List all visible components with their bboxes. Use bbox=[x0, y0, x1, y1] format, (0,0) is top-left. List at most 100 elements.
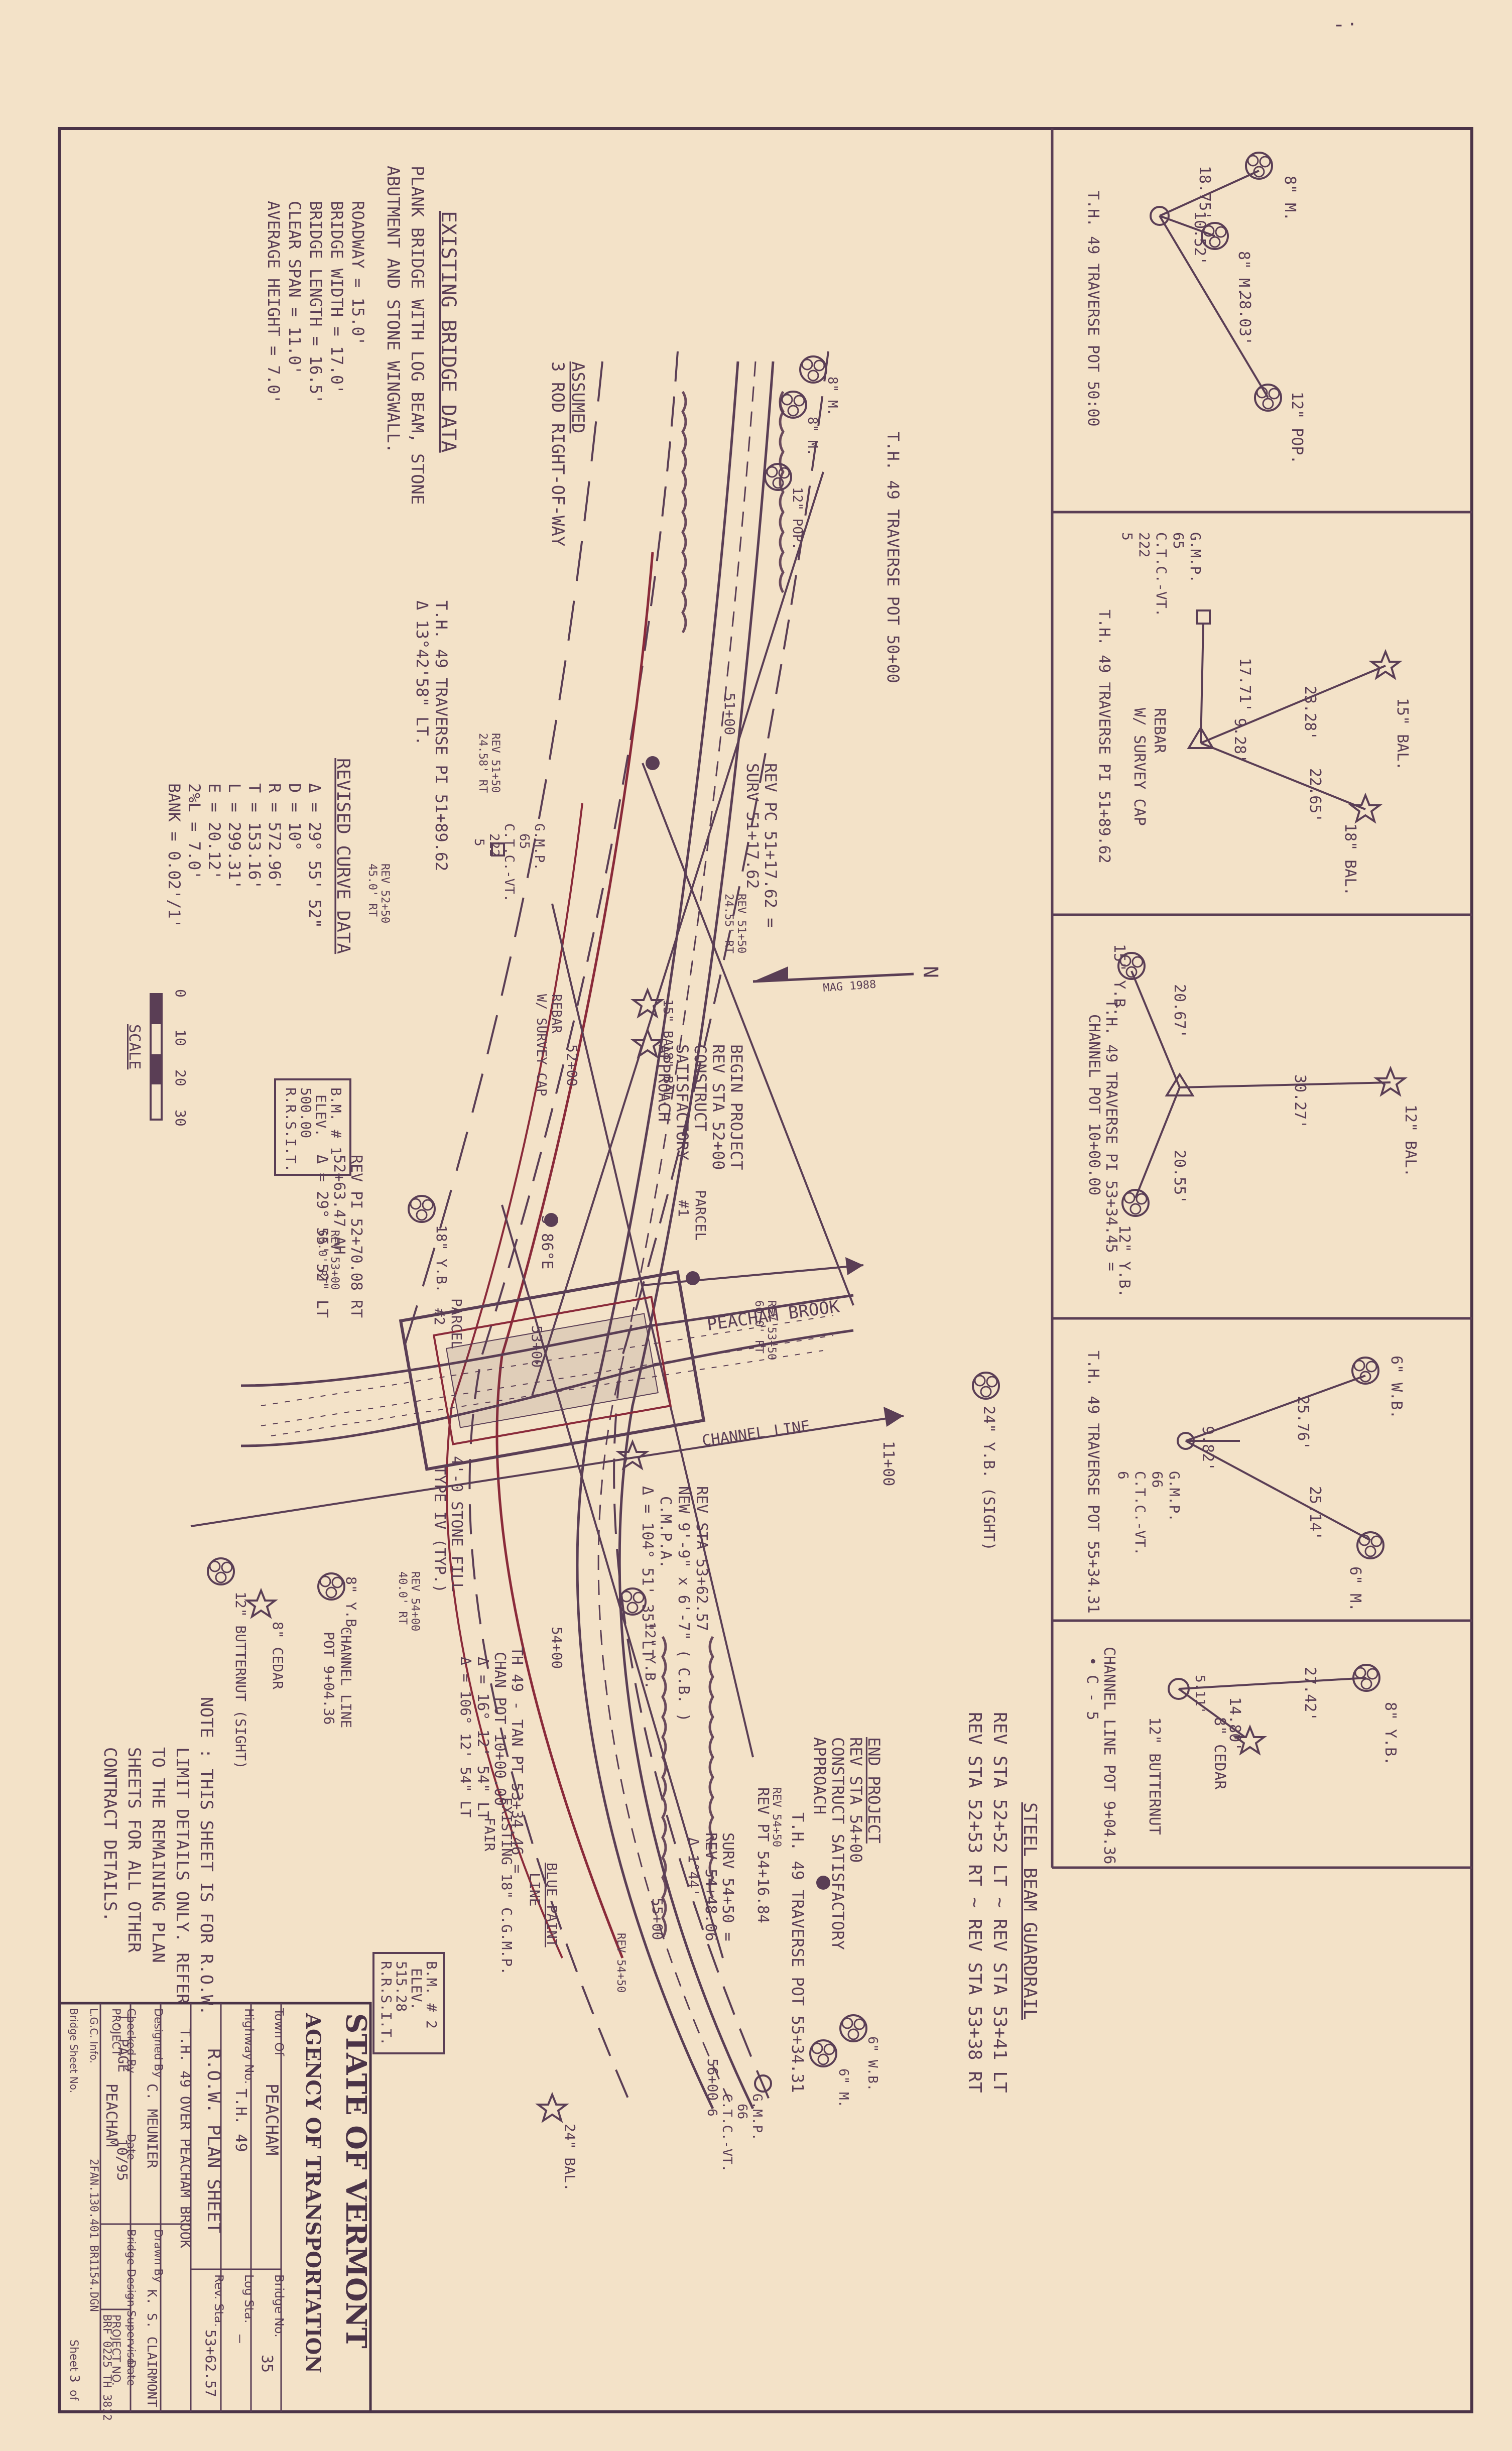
svg-text:66: 66 bbox=[1149, 1471, 1166, 1488]
svg-text:T.H. 49 TRAVERSE POT 50:00: T.H. 49 TRAVERSE POT 50:00 bbox=[1084, 191, 1102, 427]
svg-text:222: 222 bbox=[1136, 532, 1153, 558]
svg-text:TYPE IV (TYP.): TYPE IV (TYP.) bbox=[431, 1466, 448, 1593]
svg-text:40.0' RT: 40.0' RT bbox=[396, 1571, 409, 1625]
svg-text:CONSTRUCT SATISFACTORY: CONSTRUCT SATISFACTORY bbox=[828, 1737, 847, 1950]
svg-text:PROJECT: PROJECT bbox=[109, 2008, 122, 2056]
svg-text:Δ = 104° 51' 35" LT: Δ = 104° 51' 35" LT bbox=[639, 1486, 656, 1658]
plan-drawing bbox=[190, 351, 914, 2110]
scale-bar: 0 10 20 30 SCALE bbox=[125, 989, 189, 1127]
svg-text:L = 299.31': L = 299.31' bbox=[225, 783, 244, 890]
svg-text:B.M. # 2: B.M. # 2 bbox=[423, 1961, 440, 2029]
svg-text:Checked By: Checked By bbox=[124, 2008, 137, 2073]
svg-text:W/ SURVEY CAP: W/ SURVEY CAP bbox=[534, 994, 549, 1096]
svg-text:ROADWAY = 15.0': ROADWAY = 15.0' bbox=[348, 201, 367, 346]
svg-text:REBAR: REBAR bbox=[549, 994, 564, 1034]
svg-text:T.H. 49 TRAVERSE POT 55+34.31: T.H. 49 TRAVERSE POT 55+34.31 bbox=[1084, 1351, 1102, 1614]
svg-text:REV 54+50: REV 54+50 bbox=[770, 1787, 783, 1847]
svg-text:REV 54+50: REV 54+50 bbox=[614, 1933, 627, 1993]
svg-text:APPROACH: APPROACH bbox=[655, 1044, 674, 1122]
svg-text:15" BAL.: 15" BAL. bbox=[1394, 698, 1411, 771]
svg-text:17.71': 17.71' bbox=[1236, 658, 1253, 712]
svg-text:R = 572.96': R = 572.96' bbox=[265, 783, 284, 890]
svg-text:515.28: 515.28 bbox=[393, 1961, 410, 2012]
svg-text:T. PAGE: T. PAGE bbox=[115, 2013, 132, 2072]
svg-text:PLANK BRIDGE WITH LOG BEAM, ST: PLANK BRIDGE WITH LOG BEAM, STONE bbox=[407, 166, 427, 505]
svg-text:65: 65 bbox=[517, 833, 532, 849]
svg-text:8" M.: 8" M. bbox=[825, 377, 840, 416]
tree-detail-4: 6" W.B. 6" M. 25.76' 9.82' 25.14' G.M.P.… bbox=[1084, 1351, 1405, 1614]
svg-text:12" Y.B.: 12" Y.B. bbox=[642, 1622, 659, 1689]
svg-text:24.55' RT: 24.55' RT bbox=[722, 894, 735, 953]
svg-text:BANK = 0.02'/1': BANK = 0.02'/1' bbox=[165, 783, 184, 928]
title-block: STATE OF VERMONT AGENCY OF TRANSPORTATIO… bbox=[58, 2002, 372, 2421]
svg-text:D = 10°: D = 10° bbox=[285, 783, 304, 851]
svg-text:6" M.: 6" M. bbox=[1346, 1566, 1364, 1612]
svg-text:REV PC 51+17.62 =: REV PC 51+17.62 = bbox=[761, 763, 780, 928]
svg-text:REBAR: REBAR bbox=[1151, 708, 1168, 754]
svg-text:REVISED CURVE DATA: REVISED CURVE DATA bbox=[333, 758, 353, 954]
svg-text:B.M. # 1: B.M. # 1 bbox=[328, 1087, 344, 1155]
svg-text:REV 51+50: REV 51+50 bbox=[489, 733, 501, 793]
svg-text:9.28': 9.28' bbox=[1231, 718, 1248, 763]
svg-text:CHANNEL POT 10+00.00: CHANNEL POT 10+00.00 bbox=[1085, 1014, 1103, 1195]
svg-text:TH 49 - TAN PT 53+34.46 =: TH 49 - TAN PT 53+34.46 = bbox=[508, 1647, 526, 1874]
svg-text:24" Y.B. (SIGHT): 24" Y.B. (SIGHT) bbox=[980, 1406, 997, 1551]
svg-text:23.28': 23.28' bbox=[1301, 686, 1319, 740]
svg-text:54+00: 54+00 bbox=[549, 1627, 565, 1669]
svg-text:T = 153.16': T = 153.16' bbox=[245, 783, 264, 890]
svg-text:STEEL BEAM GUARDRAIL: STEEL BEAM GUARDRAIL bbox=[1020, 1802, 1040, 2020]
svg-text:CHANNEL LINE POT 9+04.36: CHANNEL LINE POT 9+04.36 bbox=[1100, 1647, 1118, 1864]
svg-text:15" Y.B.: 15" Y.B. bbox=[1110, 944, 1128, 1017]
svg-text:PEACHAM: PEACHAM bbox=[102, 2084, 120, 2147]
svg-text:60.0' RT: 60.0' RT bbox=[752, 1300, 765, 1354]
svg-text:8" CEDAR: 8" CEDAR bbox=[270, 1622, 286, 1689]
svg-text:2%L = 7.0': 2%L = 7.0' bbox=[185, 783, 204, 880]
svg-text:ABUTMENT AND STONE WINGWALL.: ABUTMENT AND STONE WINGWALL. bbox=[383, 166, 403, 453]
svg-text:N: N bbox=[919, 966, 942, 978]
svg-text:60.0' RT: 60.0' RT bbox=[316, 1230, 328, 1283]
svg-text:53+62.57: 53+62.57 bbox=[202, 2330, 219, 2397]
svg-text:66: 66 bbox=[734, 2104, 749, 2119]
svg-text:25.14': 25.14' bbox=[1306, 1486, 1324, 1540]
svg-text:27.42': 27.42' bbox=[1301, 1667, 1319, 1721]
svg-text:11+00: 11+00 bbox=[879, 1441, 897, 1486]
svg-text:REV 52+50: REV 52+50 bbox=[379, 864, 391, 923]
svg-text:8" M.: 8" M. bbox=[805, 417, 820, 456]
svg-text:CONTRACT DETAILS.: CONTRACT DETAILS. bbox=[100, 1747, 120, 1922]
svg-text:25.76': 25.76' bbox=[1294, 1396, 1312, 1450]
svg-text:ELEV.: ELEV. bbox=[408, 1968, 425, 2010]
svg-text:3: 3 bbox=[67, 2375, 82, 2383]
svg-text:28.03': 28.03' bbox=[1236, 291, 1253, 345]
svg-text:T.H. 49 TRAVERSE PI 51+89.62: T.H. 49 TRAVERSE PI 51+89.62 bbox=[1095, 609, 1113, 864]
svg-text:3 ROD RIGHT-OF-WAY: 3 ROD RIGHT-OF-WAY bbox=[548, 361, 568, 546]
svg-text:Sheet: Sheet bbox=[67, 2340, 80, 2372]
svg-text:CLEAR SPAN = 11.0': CLEAR SPAN = 11.0' bbox=[285, 201, 304, 375]
row-note: NOTE : THIS SHEET IS FOR R.O.W. LIMIT DE… bbox=[100, 1697, 216, 2016]
svg-text:5: 5 bbox=[471, 838, 486, 846]
svg-text:ASSUMED: ASSUMED bbox=[568, 361, 588, 433]
svg-text:BRIDGE WIDTH = 17.0': BRIDGE WIDTH = 17.0' bbox=[327, 201, 346, 394]
svg-text:18" BAL.: 18" BAL. bbox=[660, 1044, 675, 1107]
svg-text:L.G.C. Info.: L.G.C. Info. bbox=[88, 2008, 100, 2063]
svg-text:20.55': 20.55' bbox=[1171, 1150, 1188, 1204]
svg-text:T.H. 49 TRAVERSE PI 51+89.62: T.H. 49 TRAVERSE PI 51+89.62 bbox=[432, 600, 451, 871]
svg-text:5: 5 bbox=[1119, 532, 1136, 541]
svg-text:5.11': 5.11' bbox=[1192, 1675, 1207, 1714]
svg-text:Date: Date bbox=[124, 2134, 137, 2160]
svg-text:EXISTING 18" C.G.M.P.: EXISTING 18" C.G.M.P. bbox=[498, 1797, 515, 1975]
svg-text:REV PI 52+70.08 RT: REV PI 52+70.08 RT bbox=[347, 1155, 365, 1318]
svg-text:10: 10 bbox=[172, 1029, 189, 1046]
svg-text:LIMIT DETAILS ONLY. REFER: LIMIT DETAILS ONLY. REFER bbox=[172, 1747, 192, 2004]
svg-text:15" BAL.: 15" BAL. bbox=[660, 999, 675, 1062]
svg-text:SCALE: SCALE bbox=[125, 1024, 143, 1069]
existing-bridge-data: EXISTING BRIDGE DATA PLANK BRIDGE WITH L… bbox=[264, 166, 460, 505]
svg-text:6: 6 bbox=[704, 2109, 719, 2117]
svg-text:8" Y.B.: 8" Y.B. bbox=[343, 1576, 359, 1636]
svg-text:Δ = 29° 55' 52" LT: Δ = 29° 55' 52" LT bbox=[313, 1155, 331, 1318]
tree-detail-5: 8" Y.B. 8" CEDAR 12" BUTTERNUT 27.42' 14… bbox=[1083, 1647, 1399, 1864]
svg-text:AGENCY OF TRANSPORTATION: AGENCY OF TRANSPORTATION bbox=[301, 2013, 325, 2373]
svg-text:R.R.S.I.T.: R.R.S.I.T. bbox=[283, 1087, 299, 1172]
svg-text:R.O.W. PLAN SHEET: R.O.W. PLAN SHEET bbox=[203, 2048, 224, 2233]
revised-curve-data: REVISED CURVE DATA Δ = 29° 55' 52" D = 1… bbox=[165, 758, 353, 954]
